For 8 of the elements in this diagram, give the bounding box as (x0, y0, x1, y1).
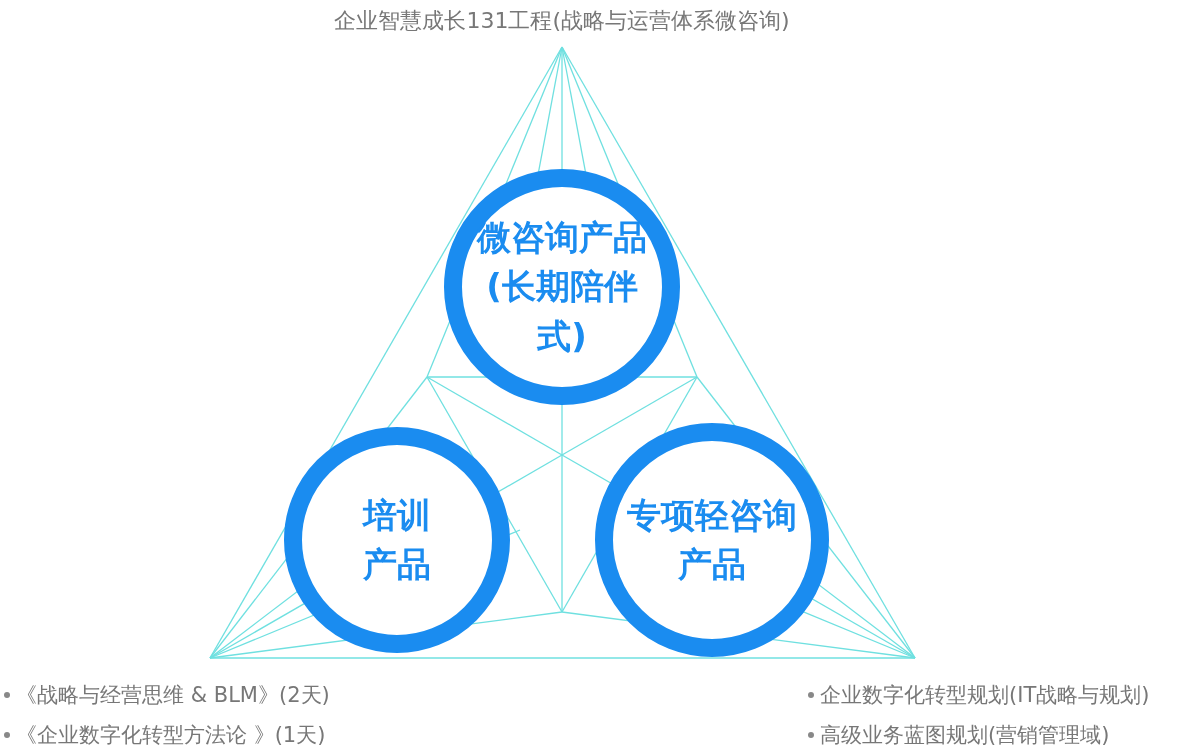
list-item-text: 高级业务蓝图规划(营销管理域) (820, 722, 1110, 749)
diagram-title: 企业智慧成长131工程(战略与运营体系微咨询) (333, 7, 791, 35)
node-label: 培训产品 (361, 493, 432, 586)
list-item-text: 企业数字化转型规划(IT战略与规划) (820, 682, 1150, 709)
list-item-text: 《战略与经营思维 & BLM》(2天) (16, 682, 330, 709)
node-label: 微咨询产品(长期陪伴式) (475, 216, 648, 358)
list-item-text: 《企业数字化转型方法论 》(1天) (16, 722, 326, 749)
node-label: 专项轻咨询产品 (626, 493, 798, 586)
